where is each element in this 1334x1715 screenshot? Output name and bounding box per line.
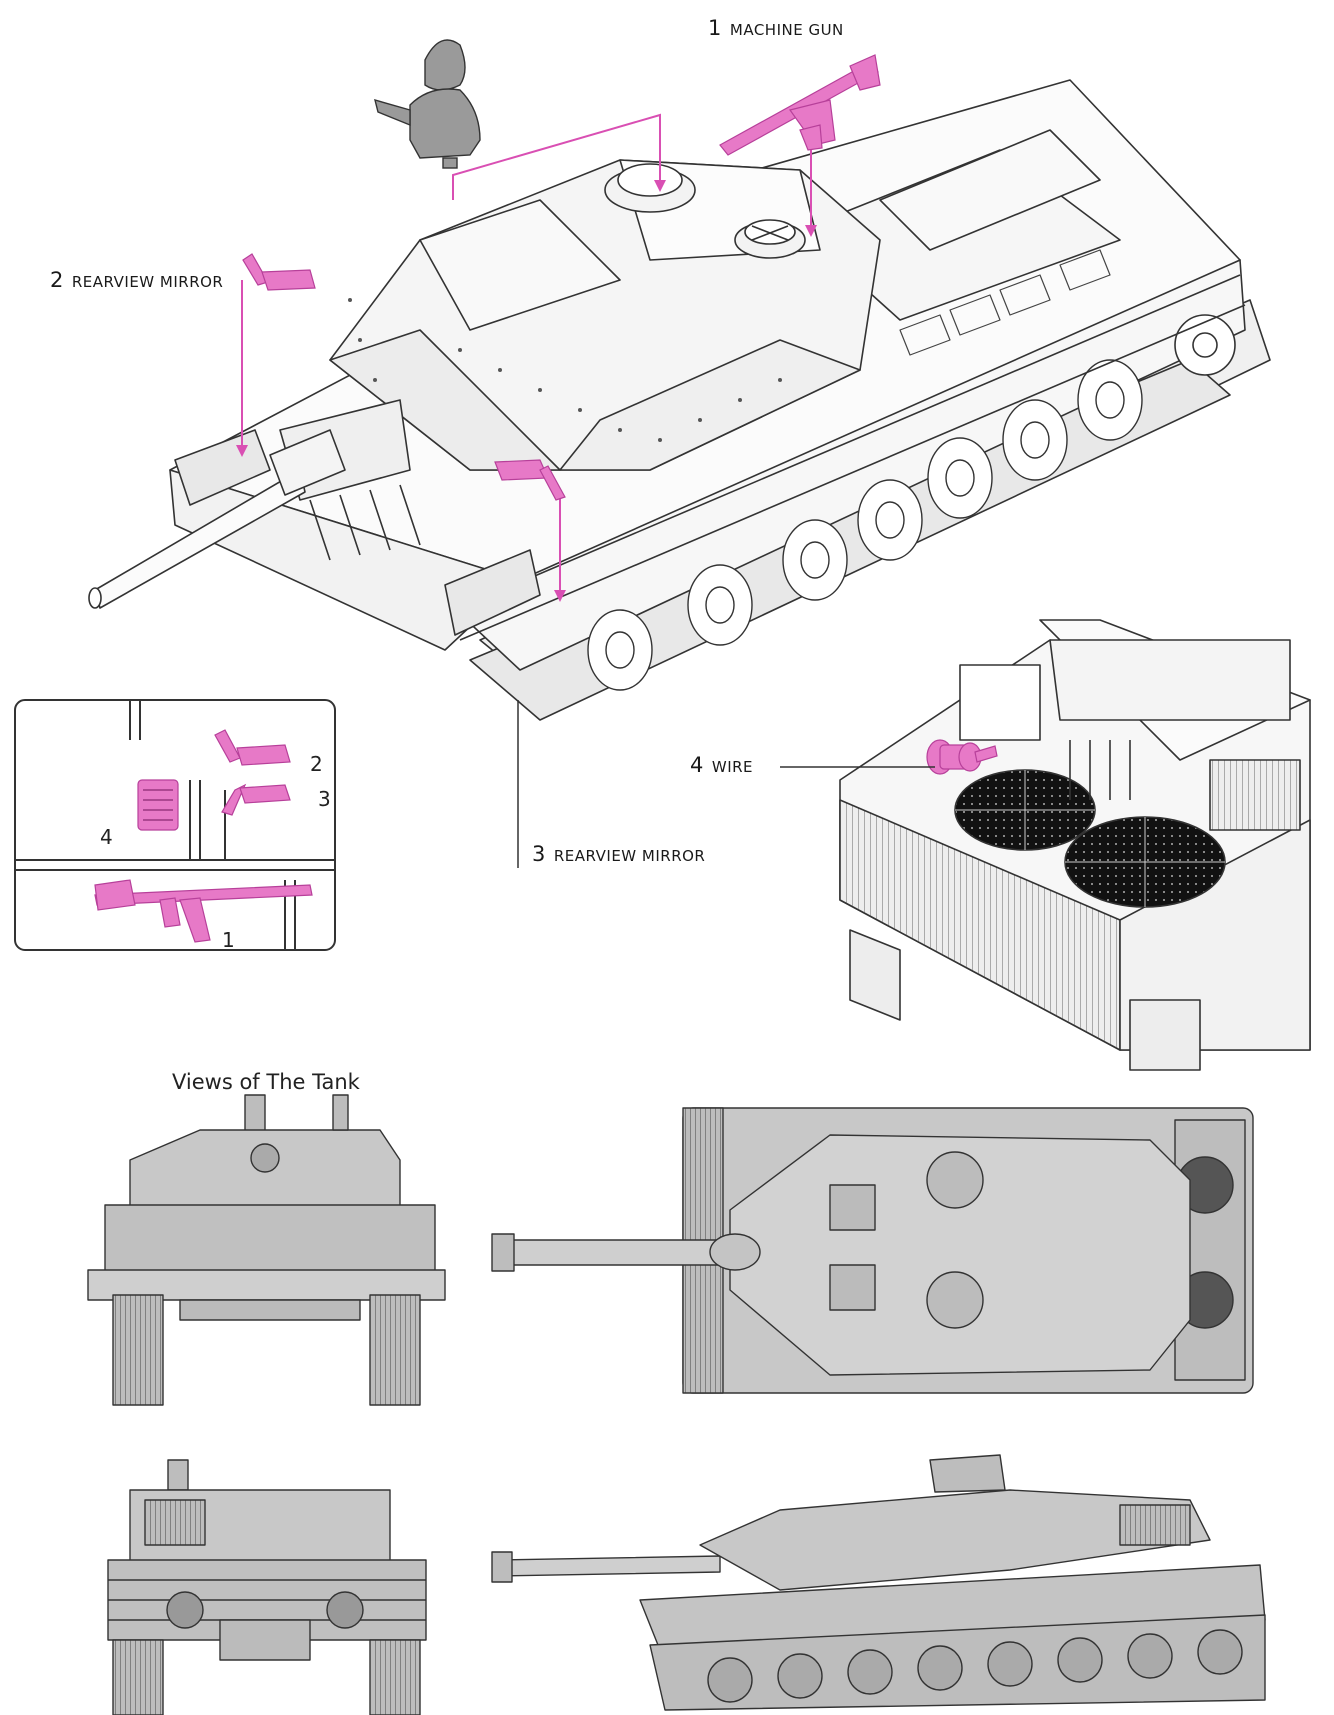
- callout-text: WIRE: [711, 758, 754, 776]
- front-view: [87, 1094, 446, 1406]
- callout-number: 1: [708, 16, 722, 40]
- rear-view: [107, 1459, 427, 1715]
- callout-text: REARVIEW MIRROR: [553, 847, 706, 865]
- wire-part: [926, 739, 998, 775]
- callout-rearview-mirror-2: 2 REARVIEW MIRROR: [50, 268, 223, 292]
- callout-number: 3: [532, 842, 546, 866]
- commander-figure: [374, 39, 481, 169]
- sprue-number-4: 4: [100, 825, 113, 849]
- assembly-leaders: [241, 113, 812, 595]
- top-view: [491, 1107, 1254, 1394]
- side-view: [491, 1454, 1266, 1711]
- callout-number: 4: [690, 753, 704, 777]
- main-tank-isometric: [88, 79, 1271, 721]
- sprue-number-1: 1: [222, 928, 235, 952]
- leader-arrowheads: [236, 180, 817, 602]
- callout-rearview-mirror-3: 3 REARVIEW MIRROR: [532, 842, 705, 866]
- parts-sprue: [14, 699, 336, 951]
- callout-number: 2: [50, 268, 64, 292]
- rearview-mirror-2-part: [242, 253, 316, 291]
- callout-text: REARVIEW MIRROR: [71, 273, 224, 291]
- sprue-parts: [94, 729, 313, 943]
- rear-detail-view: [839, 619, 1311, 1071]
- rearview-mirror-3-part: [494, 459, 566, 501]
- callout-text: MACHINE GUN: [729, 21, 844, 39]
- callout-machine-gun: 1 MACHINE GUN: [708, 16, 844, 40]
- machine-gun-part: [719, 54, 881, 156]
- sprue-number-3: 3: [318, 787, 331, 811]
- views-title: Views of The Tank: [172, 1070, 360, 1094]
- sprue-number-2: 2: [310, 752, 323, 776]
- callout-wire: 4 WIRE: [690, 753, 753, 777]
